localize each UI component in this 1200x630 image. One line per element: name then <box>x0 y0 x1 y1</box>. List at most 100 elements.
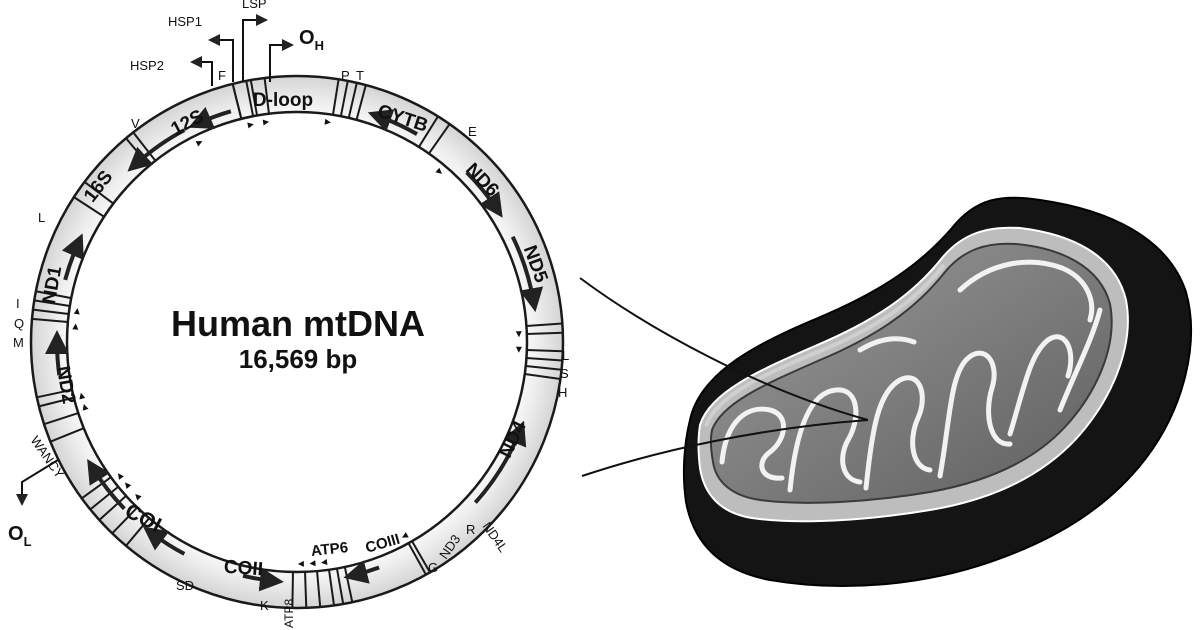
small-transcript-arrow <box>321 559 328 565</box>
trna-label-atp8: ATP8 <box>282 599 296 628</box>
small-transcript-arrow <box>324 118 331 125</box>
trna-label-i: I <box>16 296 20 311</box>
gene-direction-arrow <box>45 330 70 376</box>
mitochondrion-illustration <box>682 196 1192 587</box>
trna-label-p: P <box>341 68 350 83</box>
small-transcript-arrow <box>79 392 86 400</box>
ring-segment-divider <box>125 517 150 547</box>
trna-label-f: F <box>218 68 226 83</box>
trna-label-l2: L <box>562 348 569 363</box>
small-transcript-arrow <box>82 404 89 411</box>
small-transcript-arrow <box>515 346 522 353</box>
diagram-subtitle: 16,569 bp <box>239 344 358 374</box>
trna-label-sd: SD <box>176 578 194 593</box>
crista <box>937 350 1013 479</box>
ring-segment-divider <box>316 571 322 608</box>
trna-label-l-top: L <box>38 210 45 225</box>
oh-label: OH <box>299 27 324 53</box>
crista <box>857 336 917 353</box>
ring-segment-divider <box>36 388 73 399</box>
ring-segment-divider <box>89 485 119 511</box>
cristae <box>719 259 1103 493</box>
ring-segment-divider <box>291 571 294 608</box>
crista <box>1057 307 1103 413</box>
ring-segment-divider <box>245 80 255 117</box>
promoters-origins: HSP1 LSP HSP2 OH OL <box>8 0 324 549</box>
small-transcript-arrow <box>402 532 409 538</box>
lsp-label: LSP <box>242 0 267 11</box>
crista <box>863 375 933 491</box>
ring-segment-divider <box>111 506 138 535</box>
ring-segment-divider <box>34 299 70 308</box>
ring-segment-divider <box>525 365 562 371</box>
ring-segment-divider <box>231 83 243 120</box>
gene-direction-arrows <box>45 106 544 592</box>
gene-direction-arrow <box>127 128 186 172</box>
ring-segment-divider <box>49 427 85 443</box>
gene-label-coii: COII <box>223 557 263 581</box>
connector-lines <box>579 277 869 477</box>
ol-label: OL <box>8 523 32 549</box>
trna-label-g: G <box>428 560 438 575</box>
ring-segment-divider <box>331 79 340 115</box>
lsp-arrow <box>242 14 268 82</box>
trna-label-e: E <box>468 124 477 139</box>
gene-direction-arrow <box>142 526 186 556</box>
diagram-title: Human mtDNA <box>171 303 425 344</box>
ring-segment-divider <box>249 79 259 116</box>
crista <box>1007 334 1074 437</box>
gene-direction-arrow <box>510 235 544 313</box>
small-transcript-arrow <box>515 331 522 338</box>
trna-label-q: Q <box>14 316 24 331</box>
crista <box>787 387 863 493</box>
ring-segment-divider <box>526 349 563 353</box>
small-transcript-arrow <box>309 560 316 567</box>
small-transcript-arrow <box>72 323 79 330</box>
ring-segment-divider <box>411 540 431 573</box>
gene-label-atp6: ATP6 <box>310 539 349 560</box>
small-transcript-arrow <box>195 141 203 147</box>
ring-segment-divider <box>524 373 561 381</box>
gene-direction-arrow <box>242 567 284 592</box>
ring-segment-divider <box>43 412 79 426</box>
crista <box>957 259 1095 323</box>
ring-segment-divider <box>83 181 114 205</box>
ol-arrow <box>16 459 59 506</box>
trna-dividers <box>31 77 563 608</box>
mtdna-ring <box>29 74 565 610</box>
ring-segment-divider <box>304 571 308 608</box>
ring-segment-divider <box>73 196 105 218</box>
gene-direction-arrow <box>465 170 503 218</box>
trna-label-nd4l: ND4L <box>480 519 511 555</box>
ring-segment-divider <box>31 317 68 323</box>
ring-segment-divider <box>418 115 439 148</box>
small-transcript-arrow <box>435 167 442 174</box>
hsp1-label: HSP1 <box>168 14 202 29</box>
connector-line-upper <box>579 277 869 421</box>
small-transcript-arrow <box>135 494 142 501</box>
crista <box>719 406 786 481</box>
hsp2-label: HSP2 <box>130 58 164 73</box>
trna-label-v: V <box>131 116 140 131</box>
ring-segment-divider <box>263 77 270 114</box>
gene-direction-arrow <box>367 109 418 136</box>
ring-segment-divider <box>335 568 345 605</box>
small-transcript-arrow <box>247 122 254 129</box>
hsp2-arrow <box>190 56 213 86</box>
ring-segment-divider <box>328 569 336 606</box>
ring-segment-divider <box>526 357 563 362</box>
connector-line-lower <box>581 419 869 477</box>
trna-label-r: R <box>466 522 475 537</box>
small-transcript-arrow <box>297 560 304 567</box>
small-transcript-arrow <box>262 119 270 126</box>
ring-segment-divider <box>347 82 358 119</box>
small-transcript-arrow <box>73 308 80 315</box>
ring-segment-divider <box>35 290 72 300</box>
small-transcript-arrow <box>125 482 132 489</box>
gene-direction-arrow <box>61 233 84 281</box>
ring-segment-divider <box>339 80 349 117</box>
gene-label-dloop: D-loop <box>253 90 313 111</box>
trna-label-s2: S <box>560 366 569 381</box>
ring-segment-divider <box>355 84 367 121</box>
